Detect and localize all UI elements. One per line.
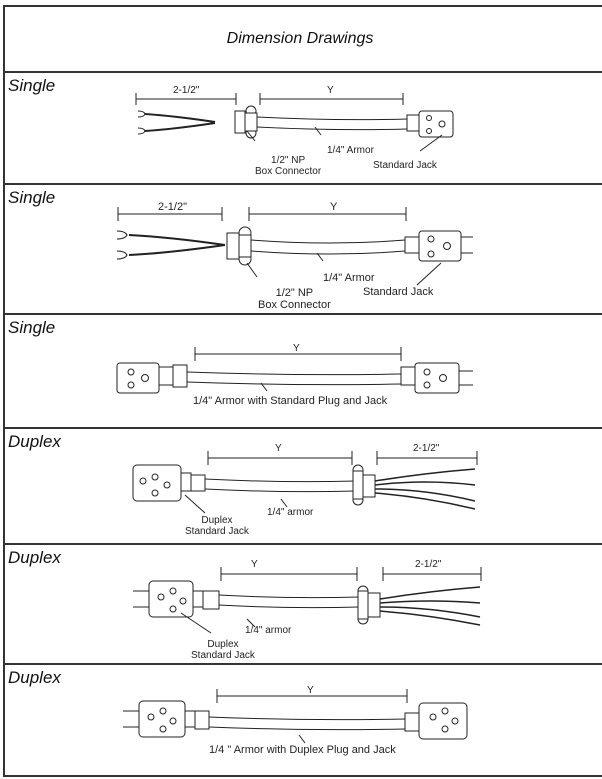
single-box-connector-drawing <box>116 207 473 286</box>
row-type-label: Single <box>8 318 56 337</box>
dimension-y-label: Y <box>307 685 314 696</box>
armor-label: 1/4" Armor <box>327 145 374 156</box>
drawing-row-single-3: Single Y 1/4" Armor with Standard Plug a… <box>5 315 602 429</box>
dimension-table: Dimension Drawings Single 2-1/2" Y 1/4" … <box>3 5 602 777</box>
row-type-label: Duplex <box>8 548 61 567</box>
plug-and-jack-drawing <box>116 347 473 394</box>
duplex-box-connector-drawing <box>133 567 482 634</box>
armor-label: 1/4" Armor <box>323 272 375 284</box>
row-type-label: Single <box>8 76 56 95</box>
drawing-row-duplex-3: Duplex Y 1/4 " Armor with Duplex Plug an… <box>5 665 602 779</box>
dimension-a-label: 2-1/2" <box>158 201 187 213</box>
row-type-label: Duplex <box>8 432 61 451</box>
row-type-label: Duplex <box>8 668 61 687</box>
row-type-label: Single <box>8 188 56 207</box>
dimension-a-label: 2-1/2" <box>415 559 442 570</box>
dimension-y-label: Y <box>327 85 334 96</box>
dimension-y-label: Y <box>275 443 282 454</box>
table-header: Dimension Drawings <box>5 7 602 73</box>
armor-label: 1/4" Armor with Standard Plug and Jack <box>193 395 388 407</box>
dimension-a-label: 2-1/2" <box>413 443 440 454</box>
armor-label: 1/4" armor <box>245 625 292 636</box>
dimension-y-label: Y <box>293 343 300 354</box>
armor-label: 1/4" armor <box>267 507 314 518</box>
jack-label: Standard Jack <box>363 286 434 298</box>
duplex-plug-and-jack-drawing <box>123 689 468 744</box>
armor-label: 1/4 " Armor with Duplex Plug and Jack <box>209 744 396 756</box>
dimension-y-label: Y <box>251 559 258 570</box>
duplex-box-connector-drawing <box>132 451 478 514</box>
jack-label: Standard Jack <box>373 160 437 171</box>
dimension-y-label: Y <box>330 201 338 213</box>
dimension-a-label: 2-1/2" <box>173 85 200 96</box>
page-title: Dimension Drawings <box>226 30 374 47</box>
single-box-connector-drawing <box>135 93 454 152</box>
